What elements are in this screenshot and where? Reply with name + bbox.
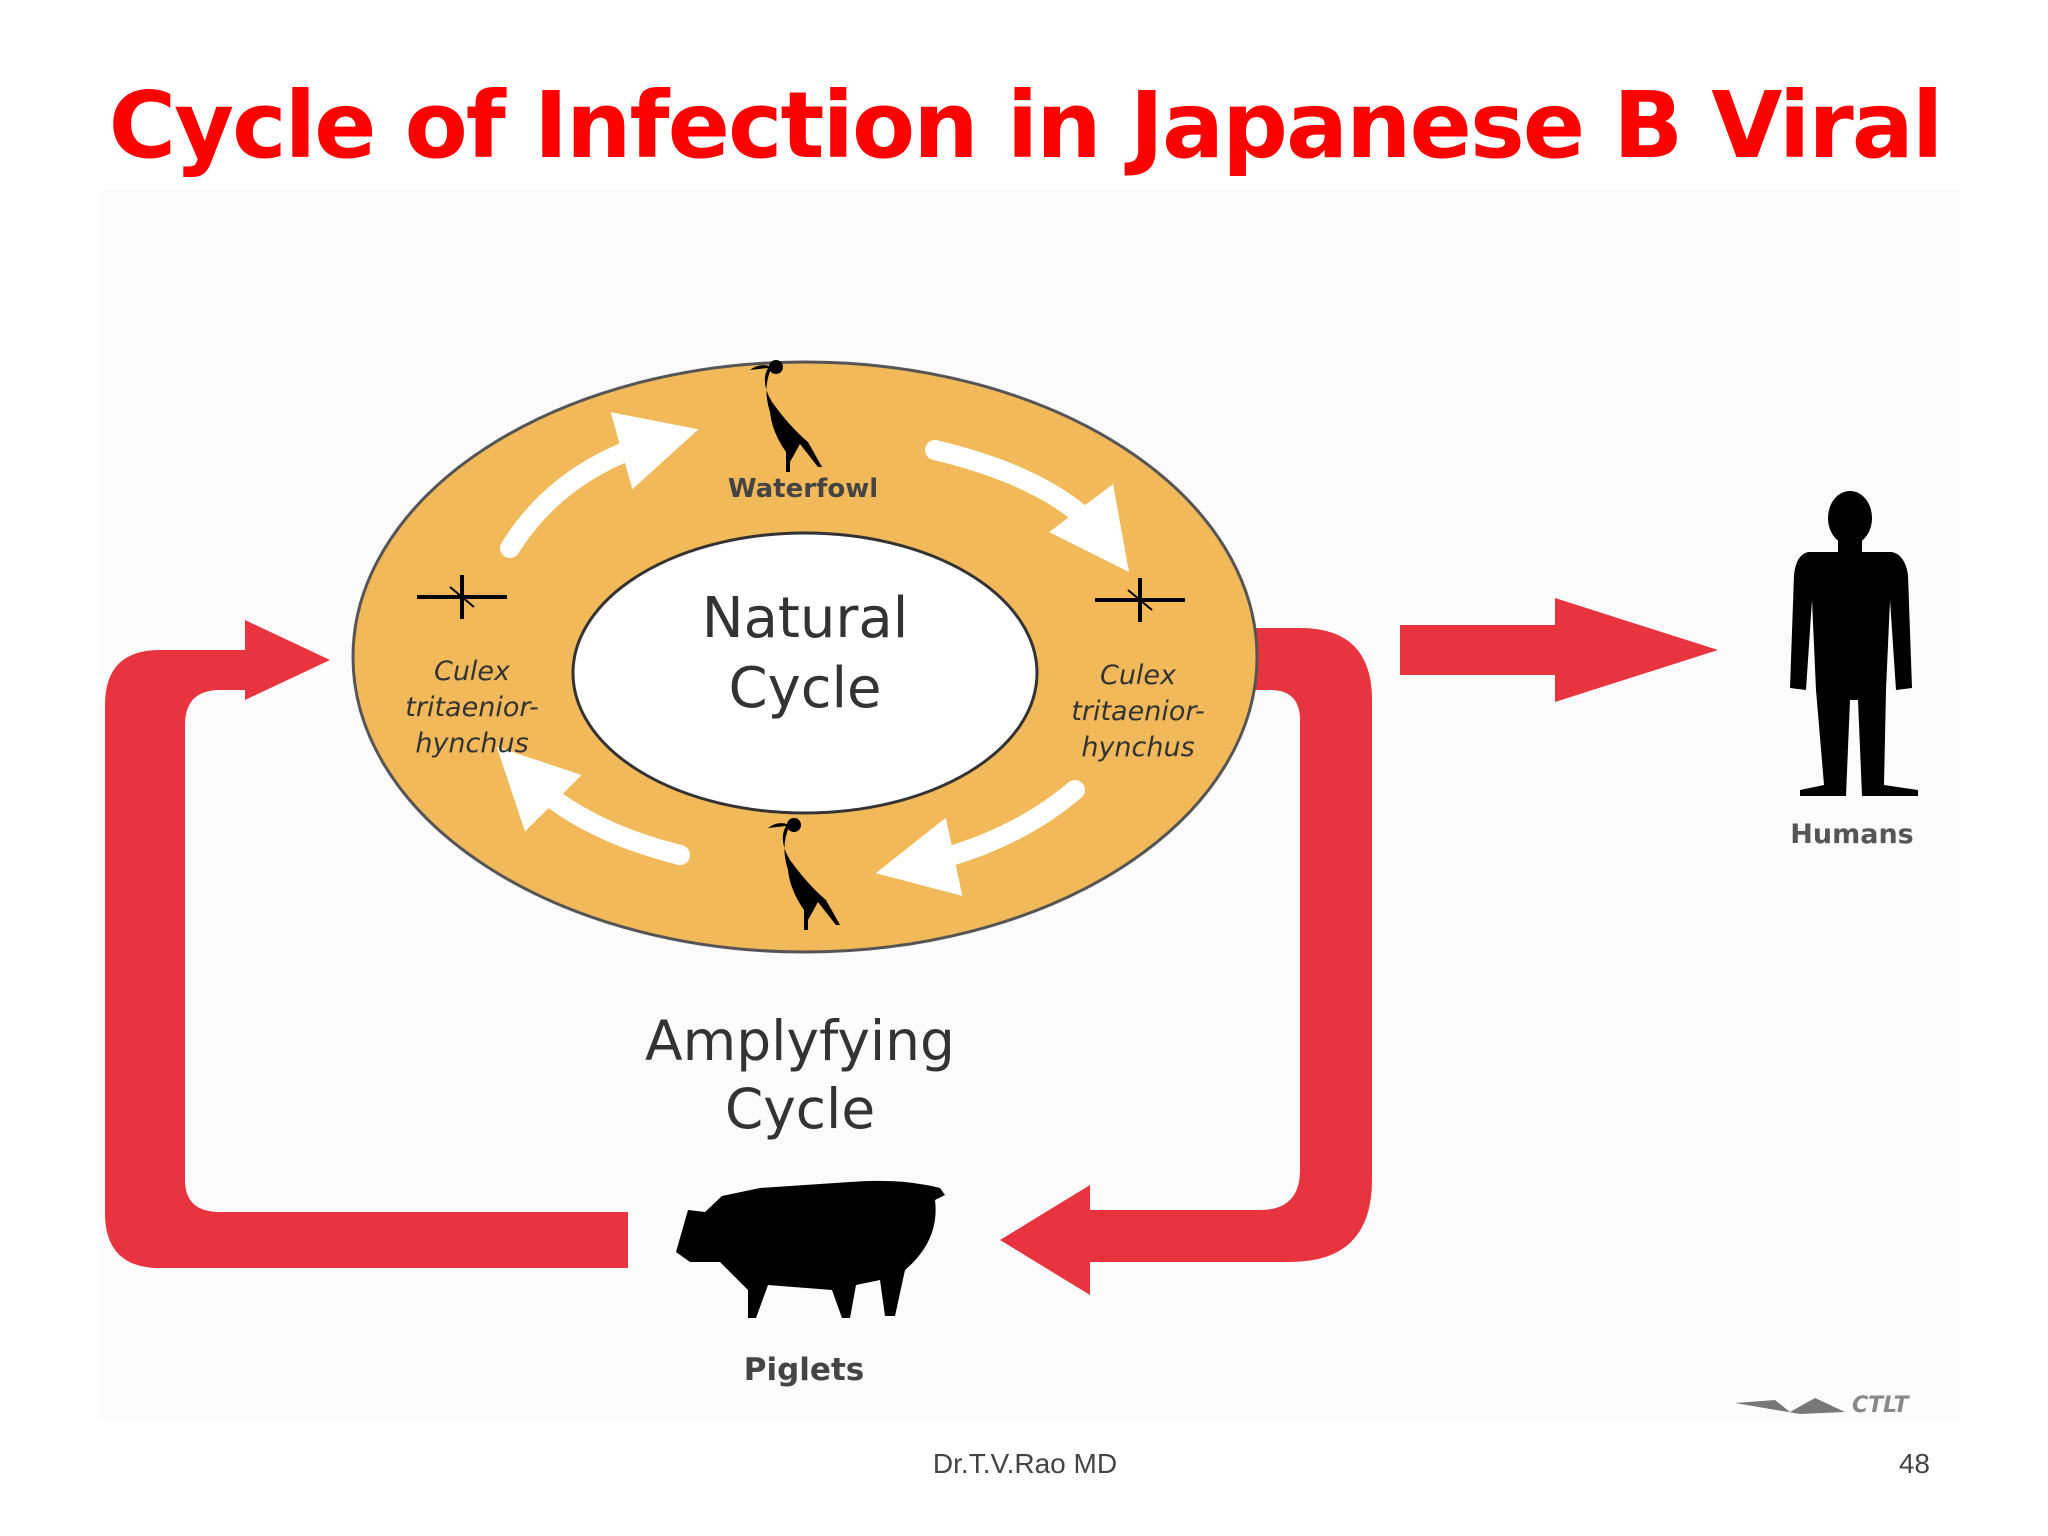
pig-silhouette-icon [676, 1180, 945, 1318]
left-return-arrow [105, 620, 628, 1268]
svg-text:hynchus: hynchus [1081, 732, 1194, 763]
mosquito-icon [417, 575, 507, 619]
ctlt-watermark-text: CTLT [1852, 1393, 1911, 1418]
amplifying-label-line1: Amplyfying [645, 1009, 955, 1073]
to-humans-arrow [1400, 598, 1718, 702]
natural-label-line1: Natural [702, 586, 909, 651]
ring-inner [571, 531, 1039, 815]
natural-label-line2: Cycle [728, 656, 881, 721]
ring-direction-arrows [496, 412, 1130, 896]
ring-arrow-top-right [925, 440, 1130, 572]
ctlt-watermark: CTLT [1735, 1393, 1911, 1418]
culex-label-left: Culex tritaenior- hynchus [405, 656, 538, 759]
svg-text:tritaenior-: tritaenior- [1071, 696, 1204, 727]
ring-arrow-top-left [500, 412, 699, 558]
svg-text:tritaenior-: tritaenior- [405, 692, 538, 723]
mosquito-icon [1095, 578, 1185, 622]
humans-label: Humans [1790, 819, 1913, 850]
svg-text:Culex: Culex [1100, 660, 1177, 691]
svg-text:hynchus: hynchus [415, 728, 528, 759]
svg-text:Culex: Culex [434, 656, 511, 687]
human-silhouette-icon [1790, 491, 1918, 796]
page-number: 48 [1898, 1448, 1930, 1479]
culex-label-right: Culex tritaenior- hynchus [1071, 660, 1204, 763]
footer-author: Dr.T.V.Rao MD [932, 1448, 1118, 1479]
amplifying-label-line2: Cycle [725, 1077, 875, 1141]
waterfowl-label: Waterfowl [728, 474, 878, 504]
amplifying-cycle-arrows [105, 598, 1718, 1295]
piglets-label: Piglets [744, 1352, 864, 1388]
amplifying-cycle-label: Amplyfying Cycle [645, 1009, 955, 1141]
heron-icon [750, 360, 822, 472]
right-down-arrow [1000, 628, 1372, 1295]
ring-arrow-bottom-right [875, 780, 1085, 896]
heron-icon [768, 818, 840, 930]
natural-cycle-label: Natural Cycle [702, 586, 909, 721]
ring-arrow-bottom-left [496, 746, 690, 865]
